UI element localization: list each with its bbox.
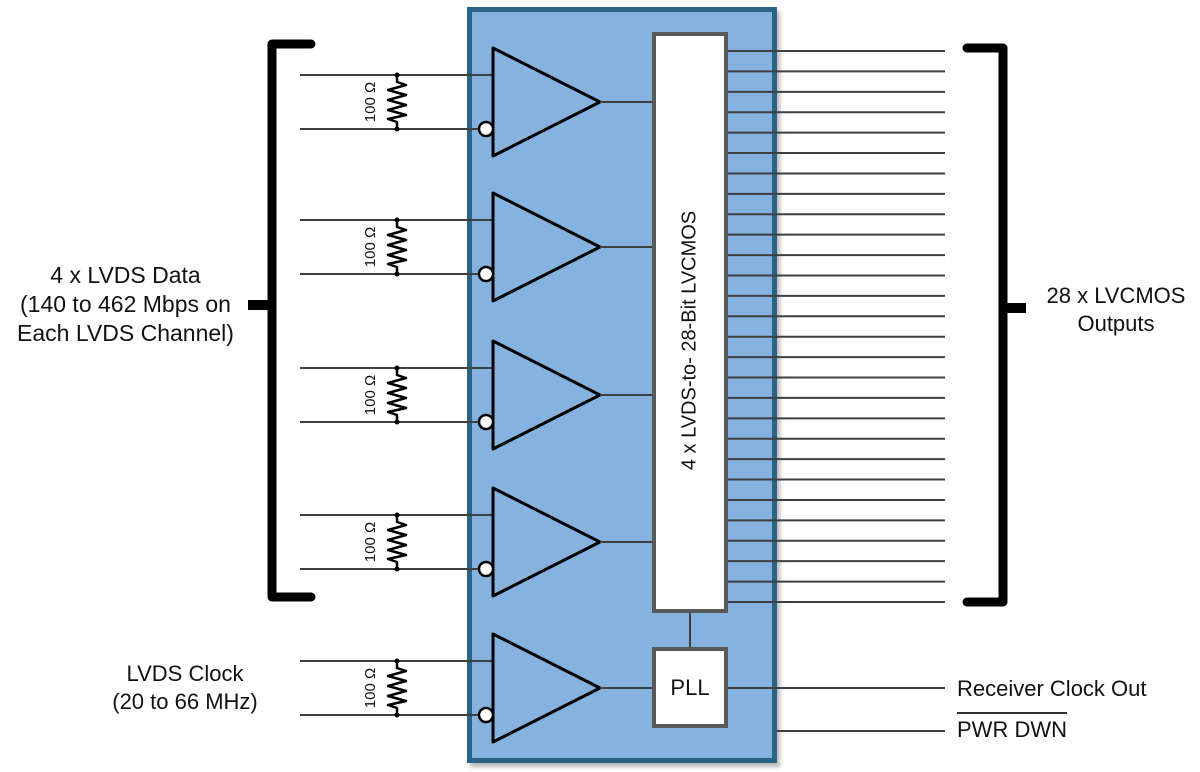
receiver-buffer-clock (491, 632, 602, 744)
termination-resistor-label: 100 Ω (362, 521, 379, 563)
termination-resistor-data2 (386, 220, 408, 274)
junction-dot (394, 658, 400, 664)
junction-dot (394, 365, 400, 371)
junction-dot (394, 566, 400, 572)
termination-resistor-data1 (386, 75, 408, 129)
lvds-data-label-line3: Each LVDS Channel) (17, 320, 234, 346)
lvcmos-outputs-label: 28 x LVCMOS Outputs (1032, 282, 1200, 338)
power-down-label: PWR DWN (957, 712, 1067, 744)
lvds-clock-input-label: LVDS Clock (20 to 66 MHz) (70, 660, 300, 716)
junction-dot (394, 512, 400, 518)
lvcmos-outputs-label-line1: 28 x LVCMOS (1046, 283, 1186, 308)
junction-dot (394, 271, 400, 277)
receiver-clock-out-label: Receiver Clock Out (957, 676, 1147, 701)
lvds-clock-label-line1: LVDS Clock (126, 661, 244, 686)
inverting-input-bubble (477, 265, 495, 283)
lvds-data-input-label: 4 x LVDS Data (140 to 462 Mbps on Each L… (3, 261, 248, 348)
termination-resistor-data4 (386, 515, 408, 569)
junction-dot (394, 217, 400, 223)
power-down-label-text: PWR DWN (957, 712, 1067, 744)
junction-dot (394, 72, 400, 78)
lvds-data-label-line1: 4 x LVDS Data (50, 262, 201, 288)
input-bracket (267, 39, 316, 602)
pll-label: PLL (670, 674, 710, 700)
lvds-clock-label-line2: (20 to 66 MHz) (112, 689, 258, 714)
inverting-input-bubble (477, 706, 495, 724)
junction-dot (394, 419, 400, 425)
termination-resistor-clock (386, 661, 408, 715)
termination-resistor-label: 100 Ω (362, 226, 379, 268)
junction-dot (394, 126, 400, 132)
termination-resistor-label: 100 Ω (362, 374, 379, 416)
termination-resistor-label: 100 Ω (362, 81, 379, 123)
inverting-input-bubble (477, 413, 495, 431)
termination-resistor-data3 (386, 368, 408, 422)
receiver-buffer-data1 (491, 46, 602, 158)
receiver-buffer-data3 (491, 339, 602, 451)
deserializer-label: 4 x LVDS-to- 28-Bit LVCMOS (678, 210, 701, 471)
inverting-input-bubble (477, 120, 495, 138)
deserializer-box (652, 32, 728, 613)
output-bracket (962, 43, 1008, 607)
lvds-data-label-line2: (140 to 462 Mbps on (20, 291, 231, 317)
lvcmos-outputs-label-line2: Outputs (1077, 311, 1155, 336)
termination-resistor-label: 100 Ω (362, 667, 379, 709)
receiver-buffer-data2 (491, 191, 602, 303)
junction-dot (394, 712, 400, 718)
receiver-buffer-data4 (491, 486, 602, 598)
pll-box: PLL (652, 647, 728, 728)
inverting-input-bubble (477, 560, 495, 578)
